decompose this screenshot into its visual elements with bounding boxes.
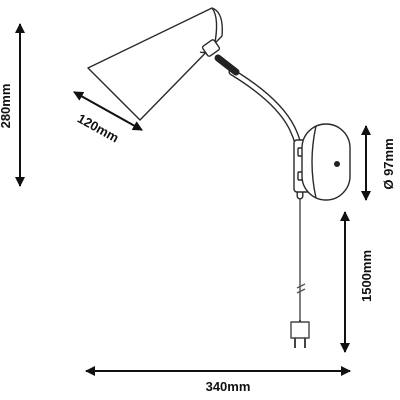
total-depth-label: 340mm [206,379,251,394]
lamp-illustration [87,7,351,348]
cable-length-label: 1500mm [359,250,374,302]
switch-icon [334,161,340,167]
base-diameter-label: Ø 97mm [381,138,396,189]
height-label: 280mm [0,84,13,129]
wall-base [301,123,351,201]
arm-joint [214,54,240,76]
lamp-shade [87,7,223,121]
shade-diameter-label: 120mm [75,111,121,146]
dimension-lines [15,23,371,376]
shade-dimension-line [73,91,143,131]
lamp-arm [228,68,304,200]
plug-icon [290,320,310,348]
power-cable [296,198,306,320]
